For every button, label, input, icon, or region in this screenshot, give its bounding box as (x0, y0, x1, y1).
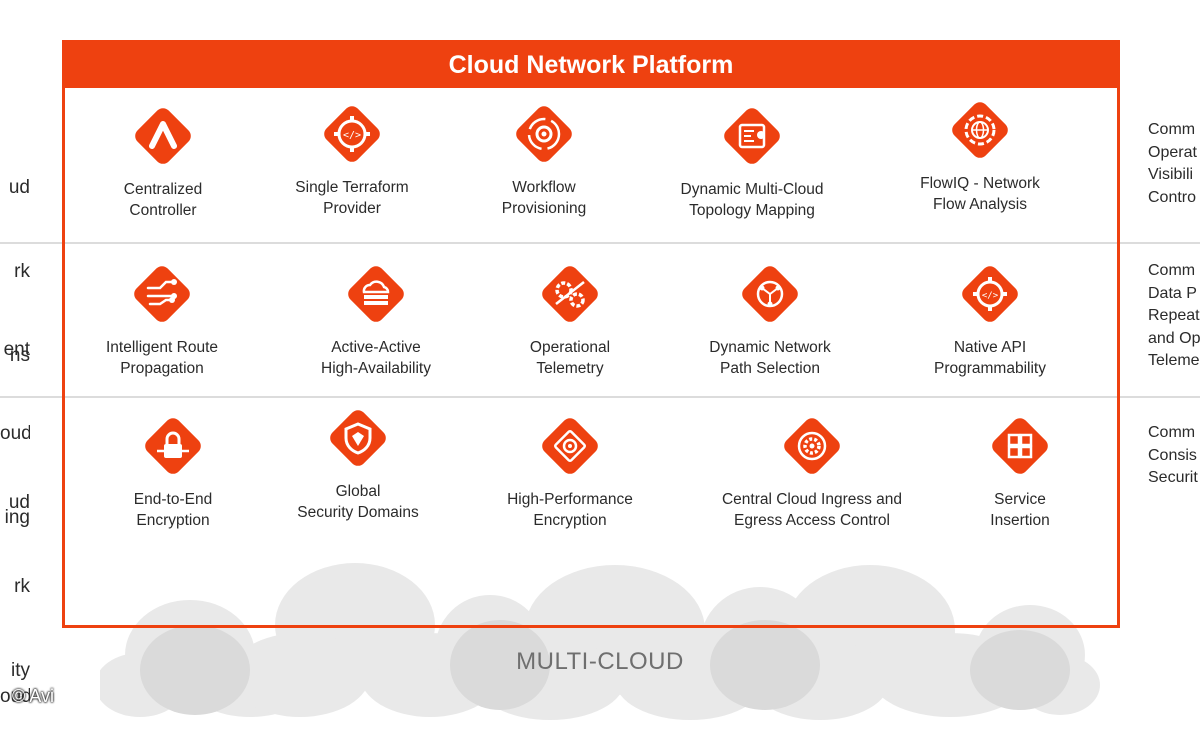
feature-label-line: Single Terraform (295, 179, 409, 196)
feature-end-to-end-encryption: End-to-End Encryption (63, 410, 283, 531)
right-label-line: Consis (1148, 446, 1197, 464)
left-label-1: ud rk ns (0, 118, 30, 398)
feature-label-line: Service (994, 491, 1046, 508)
api-gear-icon: </> (962, 266, 1018, 322)
feature-label-line: Egress Access Control (734, 512, 890, 529)
feature-label-line: Controller (129, 202, 197, 219)
right-label-line: Visibili (1148, 166, 1194, 183)
feature-label-line: End-to-End (133, 491, 213, 508)
topology-map-icon (724, 108, 780, 164)
feature-global-security-domains: Global Security Domains (248, 402, 468, 523)
feature-label-line: Topology Mapping (689, 202, 815, 219)
left-label-line: ns (9, 345, 30, 366)
right-label-line: Securit (1148, 469, 1198, 486)
controller-icon (135, 108, 191, 164)
feature-intelligent-route-propagation: Intelligent Route Propagation (52, 258, 272, 379)
network-path-icon (742, 266, 798, 322)
left-label-line: ent (3, 339, 30, 360)
left-label-2: ent oud ing (0, 280, 30, 560)
left-label-3: ud rk ity (0, 433, 30, 713)
row-divider-1 (0, 242, 1200, 244)
feature-label-line: Flow Analysis (933, 196, 1027, 213)
feature-label-line: Intelligent Route (105, 339, 219, 356)
feature-flowiq-network-flow-analysis: FlowIQ - Network Flow Analysis (870, 94, 1090, 215)
circuit-route-icon (134, 266, 190, 322)
row-divider-2 (0, 396, 1200, 398)
left-label-line: oud (0, 423, 30, 444)
shield-icon (330, 410, 386, 466)
right-label-3: Comm Consis Securit (1148, 422, 1200, 490)
right-label-line: and Op (1148, 329, 1200, 347)
feature-label-line: Centralized (123, 181, 203, 198)
feature-native-api-programmability: </> Native API Programmability (880, 258, 1100, 379)
right-label-line: Repeat (1148, 307, 1200, 324)
svg-text:</>: </> (343, 130, 361, 141)
feature-label-line: Programmability (934, 360, 1046, 377)
feature-service-insertion: Service Insertion (910, 410, 1130, 531)
right-label-line: Data P (1148, 284, 1197, 302)
multicloud-label: MULTI-CLOUD (516, 648, 684, 675)
feature-single-terraform-provider: </> Single Terraform Provider (242, 98, 462, 219)
globe-gear-icon (952, 102, 1008, 158)
access-gear-icon (784, 418, 840, 474)
feature-dynamic-network-path-selection: Dynamic Network Path Selection (660, 258, 880, 379)
left-label-line: ud (8, 177, 30, 198)
feature-label-line: Global (335, 483, 381, 500)
right-label-1: Comm Operat Visibili Contro (1148, 119, 1200, 209)
feature-label-line: FlowIQ - Network (920, 175, 1040, 192)
right-label-line: Comm (1148, 424, 1196, 441)
feature-label-line: Native API (953, 339, 1027, 356)
feature-label-line: Telemetry (536, 360, 604, 377)
right-label-line: Comm (1148, 121, 1196, 138)
left-label-line: ud (8, 492, 30, 513)
feature-label-line: Insertion (990, 512, 1050, 529)
feature-label-line: Central Cloud Ingress and (721, 491, 903, 508)
feature-label-line: Propagation (120, 360, 204, 377)
feature-label-line: Provider (323, 200, 381, 217)
feature-active-active-high-availability: Active-Active High-Availability (266, 258, 486, 379)
feature-label-line: Active-Active (331, 339, 421, 356)
right-label-line: Teleme (1148, 352, 1200, 369)
workflow-gear-icon (516, 106, 572, 162)
puzzle-icon (992, 418, 1048, 474)
svg-text:</>: </> (982, 291, 999, 301)
feature-label-line: High-Availability (321, 360, 431, 377)
right-label-line: Comm (1148, 262, 1196, 279)
right-label-line: Operat (1148, 143, 1197, 161)
right-label-line: Contro (1148, 188, 1197, 206)
feature-label-line: Dynamic Network (709, 339, 831, 356)
left-label-line: rk (14, 261, 30, 282)
feature-high-performance-encryption: High-Performance Encryption (460, 410, 680, 531)
multicloud-background (100, 563, 1100, 720)
left-label-line: ing (4, 507, 30, 528)
feature-label-line: Security Domains (297, 504, 419, 521)
feature-centralized-controller: Centralized Controller (53, 100, 273, 221)
left-label-4: oud (0, 627, 30, 739)
feature-operational-telemetry: Operational Telemetry (460, 258, 680, 379)
feature-label-line: Encryption (136, 512, 210, 529)
feature-workflow-provisioning: Workflow Provisioning (434, 98, 654, 219)
feature-label-line: Path Selection (720, 360, 820, 377)
left-label-line: oud (0, 686, 30, 707)
feature-central-cloud-ingress-egress-access-control: Central Cloud Ingress and Egress Access … (702, 410, 922, 531)
left-label-line: ity (11, 660, 30, 681)
feature-label-line: Operational (529, 339, 611, 356)
feature-dynamic-multi-cloud-topology-mapping: Dynamic Multi-Cloud Topology Mapping (642, 100, 862, 221)
right-label-2: Comm Data P Repeat and Op Teleme (1148, 260, 1200, 373)
code-gear-icon: </> (324, 106, 380, 162)
copyright-notice: © Avi (12, 686, 54, 706)
platform-title: Cloud Network Platform (62, 40, 1120, 88)
left-label-line: rk (14, 576, 30, 597)
feature-label-line: Encryption (533, 512, 607, 529)
chip-encryption-icon (542, 418, 598, 474)
feature-label-line: Dynamic Multi-Cloud (680, 181, 824, 198)
lock-encryption-icon (145, 418, 201, 474)
cloud-sync-icon (348, 266, 404, 322)
feature-label-line: High-Performance (507, 491, 633, 508)
feature-label-line: Provisioning (501, 200, 587, 217)
feature-label-line: Workflow (512, 179, 576, 196)
telemetry-gears-icon (542, 266, 598, 322)
